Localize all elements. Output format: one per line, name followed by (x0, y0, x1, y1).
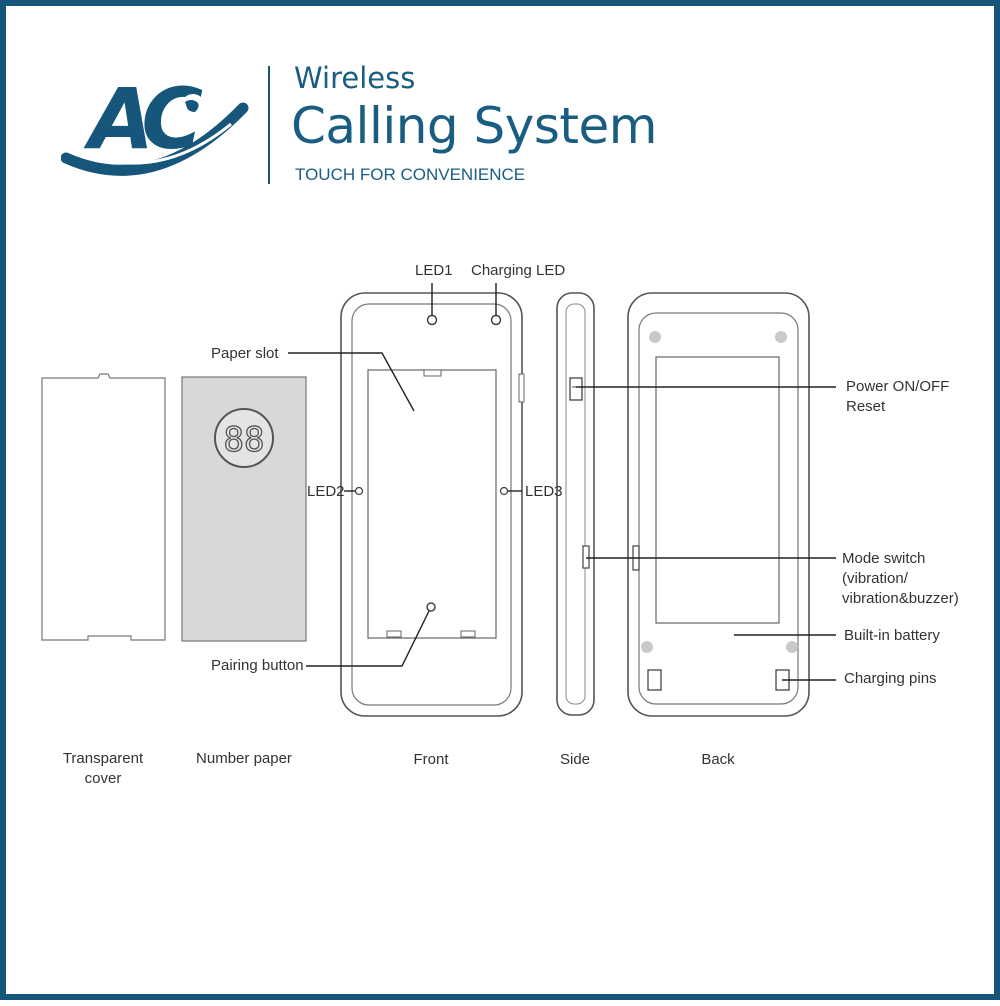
number-paper: 88 (181, 376, 307, 642)
side-view (556, 292, 595, 716)
front-view (340, 292, 525, 717)
back-view (627, 292, 810, 717)
led3-indicator (499, 486, 509, 496)
brand-title-wireless: Wireless (294, 61, 416, 95)
number-paper-digits: 88 (224, 420, 265, 460)
caption-number-paper: Number paper (196, 750, 292, 767)
label-led3: LED3 (525, 483, 563, 500)
transparent-cover (41, 373, 166, 641)
caption-back: Back (701, 751, 735, 768)
logo-lettering: AC (83, 70, 202, 168)
label-paper-slot: Paper slot (211, 345, 279, 362)
brand-title-calling-system: Calling System (291, 97, 658, 155)
label-power-line2: Reset (846, 398, 886, 415)
label-charging-pins: Charging pins (844, 670, 937, 687)
label-mode-line1: Mode switch (842, 550, 925, 567)
label-led1: LED1 (415, 262, 453, 279)
label-mode-line3: vibration&buzzer) (842, 590, 959, 607)
label-pairing-button: Pairing button (211, 657, 304, 674)
leader-lines (288, 283, 836, 681)
caption-transparent-line2: cover (85, 770, 122, 787)
power-switch (569, 377, 583, 401)
label-charging-led: Charging LED (471, 262, 565, 279)
ac-logo: AC (61, 70, 249, 176)
pairing-button (426, 602, 436, 612)
mode-switch-side (582, 545, 590, 569)
caption-transparent-line1: Transparent (63, 750, 144, 767)
caption-side: Side (560, 751, 590, 768)
label-battery: Built-in battery (844, 627, 940, 644)
brand-divider (268, 66, 270, 184)
label-led2: LED2 (307, 483, 345, 500)
brand-tagline: TOUCH FOR CONVENIENCE (295, 165, 526, 184)
product-diagram: 88 (41, 262, 959, 787)
label-mode-line2: (vibration/ (842, 570, 909, 587)
label-power-line1: Power ON/OFF (846, 378, 949, 395)
charging-pin-left (647, 669, 662, 691)
caption-front: Front (413, 751, 449, 768)
led1-indicator (426, 314, 438, 326)
charging-led-indicator (490, 314, 502, 326)
led2-indicator (354, 486, 364, 496)
